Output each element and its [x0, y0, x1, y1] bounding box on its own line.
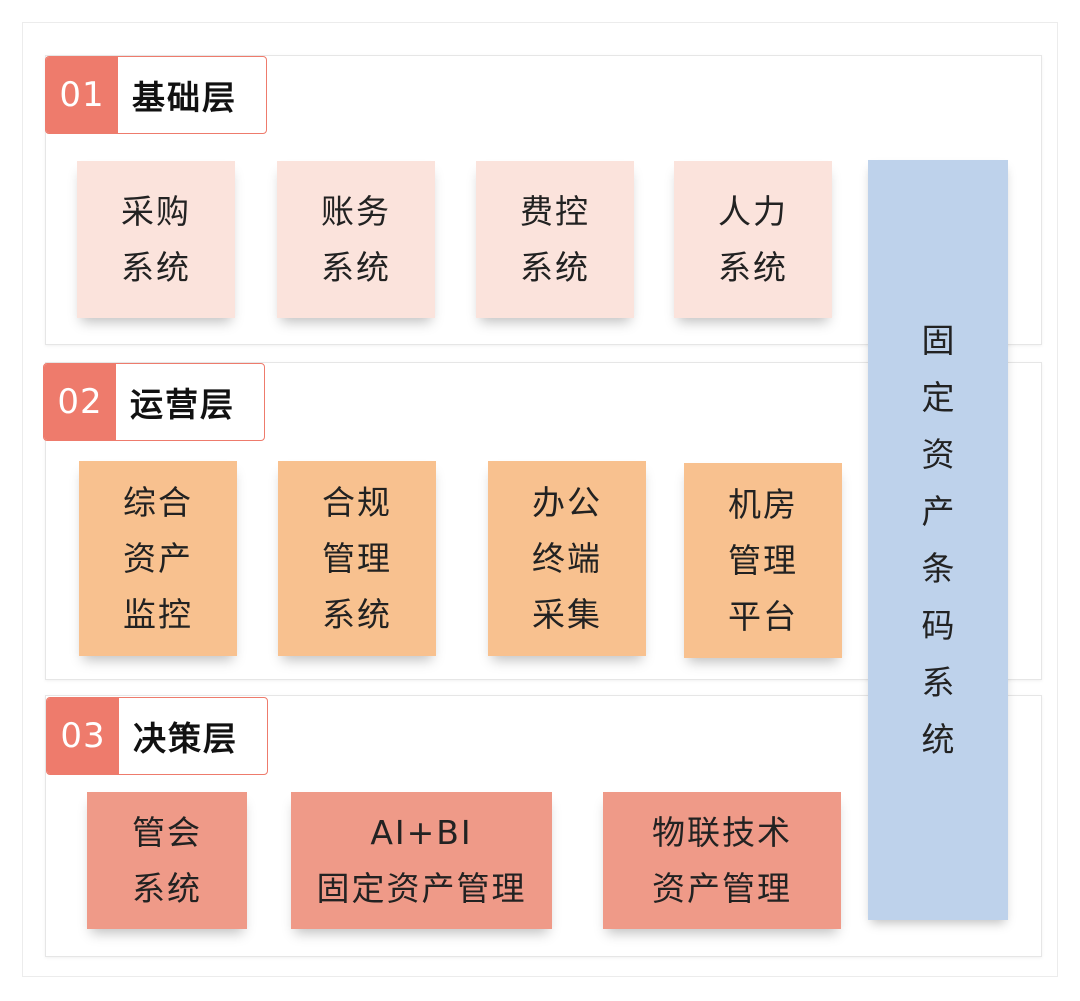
module-label: 平台	[728, 596, 798, 636]
module-label: 人力	[718, 191, 788, 231]
module-box: 物联技术 资产管理	[603, 792, 841, 929]
module-box: 办公 终端 采集	[488, 461, 646, 656]
module-label: 监控	[123, 594, 193, 634]
module-box: 账务 系统	[277, 161, 435, 318]
module-label: 资产	[123, 538, 193, 578]
side-bar-char: 系	[921, 663, 955, 702]
layer-header-base: 01 基础层	[45, 56, 267, 134]
module-label: 管会	[132, 812, 202, 852]
module-label: 采集	[532, 594, 602, 634]
side-bar-char: 统	[921, 720, 955, 759]
module-label: 系统	[718, 247, 788, 287]
layer-number: 03	[47, 698, 119, 774]
fixed-asset-barcode-system-bar: 固 定 资 产 条 码 系 统	[868, 160, 1008, 920]
module-label: 终端	[532, 538, 602, 578]
module-box: 管会 系统	[87, 792, 247, 929]
layer-header-operations: 02 运营层	[43, 363, 265, 441]
layer-title: 运营层	[130, 385, 235, 424]
module-label: 系统	[322, 594, 392, 634]
side-bar-char: 条	[921, 549, 955, 588]
module-label: 资产管理	[652, 868, 792, 908]
module-label: 管理	[728, 540, 798, 580]
side-bar-char: 码	[921, 606, 955, 645]
module-label: 系统	[520, 247, 590, 287]
module-label: 固定资产管理	[316, 868, 527, 908]
module-label: 管理	[322, 538, 392, 578]
side-bar-char: 产	[921, 492, 955, 531]
module-label: 合规	[322, 482, 392, 522]
layer-number: 01	[46, 57, 118, 133]
module-box: 费控 系统	[476, 161, 634, 318]
module-label: 系统	[121, 247, 191, 287]
side-bar-char: 固	[921, 321, 955, 360]
module-label: 系统	[321, 247, 391, 287]
layer-title: 基础层	[132, 78, 237, 117]
module-label: 办公	[532, 482, 602, 522]
module-label: 费控	[520, 191, 590, 231]
module-label: 采购	[121, 191, 191, 231]
module-label: 综合	[123, 482, 193, 522]
layer-title: 决策层	[133, 719, 238, 758]
module-label: 物联技术	[652, 812, 792, 852]
layer-header-decision: 03 决策层	[46, 697, 268, 775]
module-box: 人力 系统	[674, 161, 832, 318]
module-label: AI+BI	[370, 812, 473, 852]
layer-number: 02	[44, 364, 116, 440]
side-bar-char: 资	[921, 435, 955, 474]
module-box: 采购 系统	[77, 161, 235, 318]
module-label: 系统	[132, 868, 202, 908]
side-bar-char: 定	[921, 378, 955, 417]
module-box: 合规 管理 系统	[278, 461, 436, 656]
module-box: 综合 资产 监控	[79, 461, 237, 656]
module-label: 账务	[321, 191, 391, 231]
module-box: AI+BI 固定资产管理	[291, 792, 552, 929]
module-label: 机房	[728, 484, 798, 524]
module-box: 机房 管理 平台	[684, 463, 842, 658]
